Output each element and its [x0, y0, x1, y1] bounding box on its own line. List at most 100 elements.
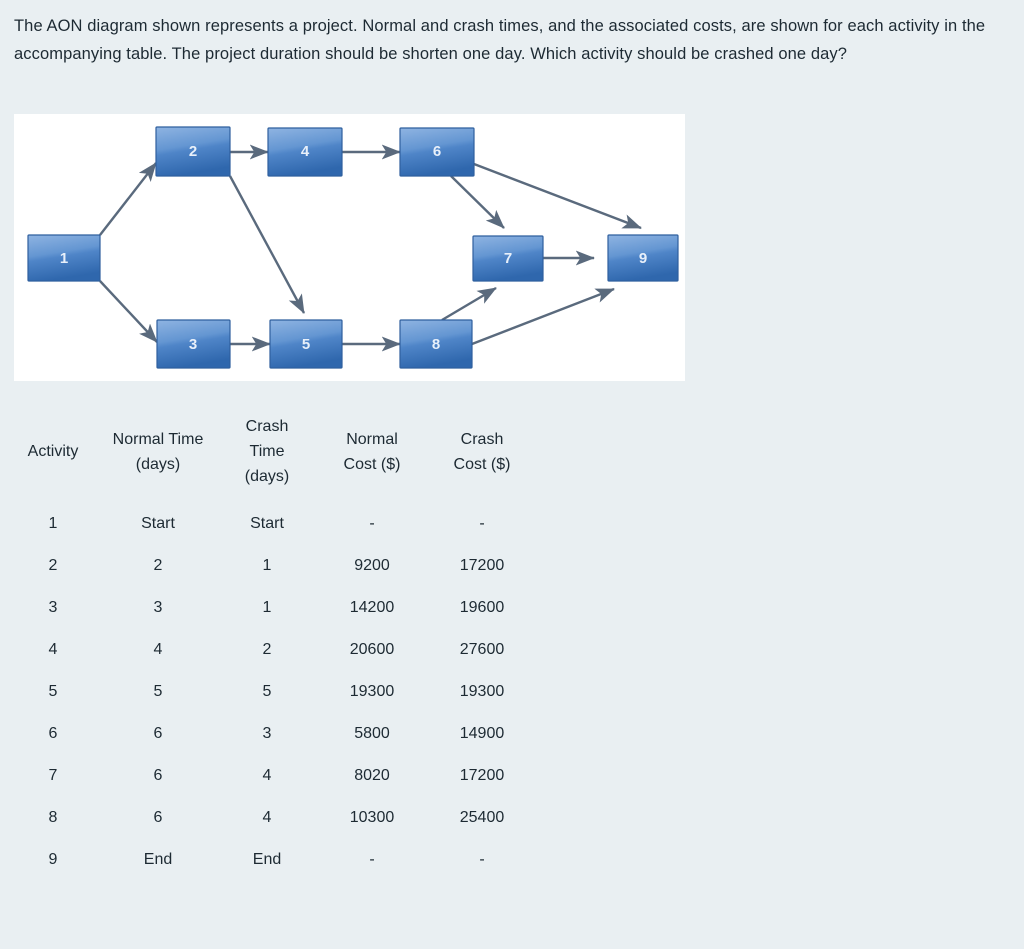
header-crash-cost-line2: Cost ($) — [453, 455, 511, 473]
table-row: 8 6 4 10300 25400 — [8, 797, 536, 839]
header-crash-time-line2: Time — [249, 443, 285, 460]
cell-crash-cost: - — [479, 515, 485, 532]
aon-diagram-panel: 1 2 3 4 5 — [14, 114, 685, 381]
cell-normal-cost: 10300 — [349, 809, 395, 826]
header-crash-cost-line1: Crash — [460, 430, 504, 448]
cell-crash-cost: 17200 — [459, 557, 505, 574]
node-9-box[interactable] — [607, 234, 679, 282]
node-9-label: 9 — [639, 250, 647, 267]
cell-crash-cost: 27600 — [459, 641, 505, 658]
cell-crash-time: 4 — [262, 809, 272, 826]
cell-crash-cost: - — [479, 851, 485, 868]
cell-normal-time: 6 — [153, 725, 163, 742]
node-8-box[interactable] — [399, 319, 473, 369]
node-7[interactable]: 7 — [472, 235, 544, 282]
header-crash-cost: Crash Cost ($) — [428, 414, 536, 503]
question-prompt: The AON diagram shown represents a proje… — [14, 17, 986, 63]
edge-1-to-2 — [99, 162, 157, 236]
node-6-box[interactable] — [399, 127, 475, 177]
edge-8-to-9 — [471, 287, 615, 346]
table-header-row: Activity Normal Time (days) Crash Time (… — [8, 414, 536, 503]
cell-activity: 7 — [48, 767, 58, 784]
node-1-box[interactable] — [27, 234, 101, 282]
activity-cost-table: Activity Normal Time (days) Crash Time (… — [8, 414, 536, 881]
cell-normal-cost: - — [369, 851, 375, 868]
cell-crash-cost: 17200 — [459, 767, 505, 784]
node-7-box[interactable] — [472, 235, 544, 282]
node-5[interactable]: 5 — [269, 319, 343, 369]
cell-normal-cost: 20600 — [349, 641, 395, 658]
cell-normal-cost: 8020 — [354, 767, 390, 784]
cell-normal-time: 2 — [153, 557, 163, 574]
node-4-label: 4 — [301, 143, 310, 160]
node-8-label: 8 — [432, 336, 440, 353]
edge-2-to-5 — [228, 175, 306, 314]
node-2-box[interactable] — [155, 126, 231, 177]
node-4-box[interactable] — [267, 127, 343, 177]
node-1[interactable]: 1 — [27, 234, 101, 282]
cell-normal-cost: 5800 — [354, 725, 390, 742]
header-normal-cost: Normal Cost ($) — [316, 414, 428, 503]
table-row: 5 5 5 19300 19300 — [8, 671, 536, 713]
cell-normal-cost: 19300 — [349, 683, 395, 700]
cell-crash-cost: 19600 — [459, 599, 505, 616]
cell-normal-time: Start — [141, 515, 175, 532]
header-normal-time-line2: (days) — [135, 455, 181, 473]
node-3-label: 3 — [189, 336, 197, 353]
cell-crash-time: End — [252, 851, 282, 868]
aon-diagram-svg: 1 2 3 4 5 — [27, 126, 679, 369]
table-row: 2 2 1 9200 17200 — [8, 545, 536, 587]
node-5-box[interactable] — [269, 319, 343, 369]
cell-activity: 4 — [48, 641, 58, 658]
node-group: 1 2 3 4 5 — [27, 126, 679, 369]
edge-6-to-9 — [473, 162, 642, 230]
cell-crash-cost: 19300 — [459, 683, 505, 700]
header-normal-time: Normal Time (days) — [98, 414, 218, 503]
cell-activity: 2 — [48, 557, 58, 574]
table-header: Activity Normal Time (days) Crash Time (… — [8, 414, 536, 503]
node-6[interactable]: 6 — [399, 127, 475, 177]
cell-crash-time: 2 — [262, 641, 272, 658]
cell-activity: 5 — [48, 683, 58, 700]
header-normal-cost-line1: Normal — [346, 430, 398, 448]
node-8[interactable]: 8 — [399, 319, 473, 369]
cell-normal-time: 4 — [153, 641, 163, 658]
cell-normal-cost: - — [369, 515, 375, 532]
node-4[interactable]: 4 — [267, 127, 343, 177]
cell-normal-time: 6 — [153, 809, 163, 826]
header-crash-time: Crash Time (days) — [218, 414, 316, 503]
cell-normal-cost: 9200 — [354, 557, 390, 574]
node-2[interactable]: 2 — [155, 126, 231, 177]
cell-crash-time: 4 — [262, 767, 272, 784]
node-3[interactable]: 3 — [156, 319, 231, 369]
node-3-box[interactable] — [156, 319, 231, 369]
cell-activity: 6 — [48, 725, 58, 742]
edge-1-to-3 — [99, 280, 158, 343]
node-2-label: 2 — [189, 143, 197, 160]
node-7-label: 7 — [504, 250, 512, 267]
cell-normal-time: 5 — [153, 683, 163, 700]
header-normal-cost-line2: Cost ($) — [343, 455, 401, 473]
node-6-label: 6 — [433, 143, 441, 160]
header-activity: Activity — [8, 414, 98, 503]
cell-activity: 1 — [48, 515, 58, 532]
cell-crash-cost: 14900 — [459, 725, 505, 742]
table-row: 7 6 4 8020 17200 — [8, 755, 536, 797]
edge-8-to-7 — [441, 286, 497, 322]
edge-group — [99, 144, 642, 352]
header-normal-time-line1: Normal Time — [112, 430, 204, 448]
header-crash-time-line3: (days) — [244, 468, 290, 485]
cell-activity: 8 — [48, 809, 58, 826]
cell-crash-cost: 25400 — [459, 809, 505, 826]
cell-crash-time: 1 — [262, 557, 272, 574]
cell-normal-time: End — [143, 851, 173, 868]
edge-6-to-7 — [450, 175, 505, 229]
cell-crash-time: 5 — [262, 683, 272, 700]
cell-activity: 9 — [48, 851, 58, 868]
node-9[interactable]: 9 — [607, 234, 679, 282]
cell-normal-time: 6 — [153, 767, 163, 784]
